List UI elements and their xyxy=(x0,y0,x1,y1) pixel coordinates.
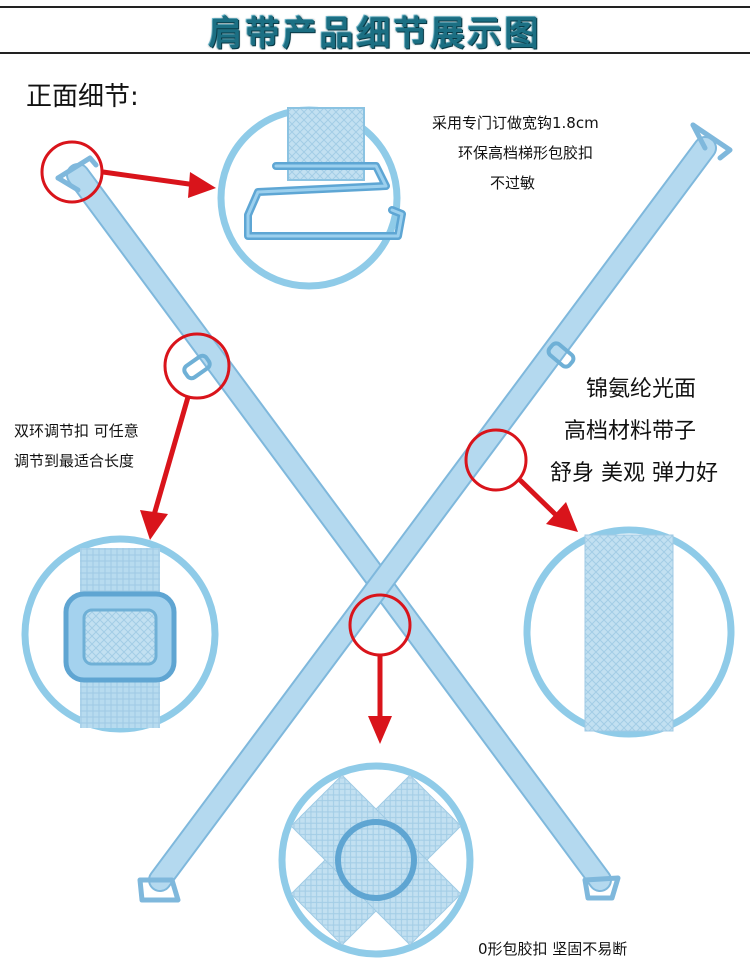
adjuster-slider-right xyxy=(546,341,576,369)
hook-bottom-right-icon xyxy=(582,875,621,901)
hook-top-right-icon xyxy=(690,122,733,161)
hook-note-line-1: 采用专门订做宽钩1.8cm xyxy=(432,114,599,132)
callout-ring-detail xyxy=(278,762,474,958)
hook-note-line-2: 环保高档梯形包胶扣 xyxy=(458,144,594,162)
title-top-rule xyxy=(0,6,750,8)
material-note-line-2: 高档材料带子 xyxy=(564,419,697,444)
ring-note: 0形包胶扣 坚固不易断 xyxy=(478,940,628,958)
callout-material-detail xyxy=(523,526,735,738)
strap-right-to-left xyxy=(148,136,717,892)
hook-top-left-icon xyxy=(55,155,99,193)
callout-hook-detail xyxy=(217,106,406,290)
page-title: 肩带产品细节展示图 xyxy=(208,14,542,54)
marker-circle-material xyxy=(464,428,528,492)
strap-left-to-right xyxy=(66,163,612,892)
section-label: 正面细节: xyxy=(26,82,139,112)
adjuster-note-line-2: 调节到最适合长度 xyxy=(14,452,135,470)
material-note-line-3: 舒身 美观 弹力好 xyxy=(550,461,718,486)
adjuster-slider-left xyxy=(182,353,212,381)
title-bottom-rule xyxy=(0,52,750,54)
callout-adjuster-detail xyxy=(21,535,219,733)
hook-note-line-3: 不过敏 xyxy=(490,174,536,192)
material-note-line-1: 锦氨纶光面 xyxy=(586,377,697,402)
hook-bottom-left-icon xyxy=(137,877,181,903)
arrow-to-material-detail xyxy=(518,478,578,532)
marker-circle-hook xyxy=(40,140,104,204)
arrow-to-hook-detail xyxy=(102,169,216,198)
marker-circle-adjuster xyxy=(163,332,231,400)
title-banner: 肩带产品细节展示图 xyxy=(0,0,750,56)
adjuster-note-line-1: 双环调节扣 可任意 xyxy=(14,422,139,440)
arrow-to-adjuster-detail xyxy=(140,396,191,540)
arrow-to-ring-detail xyxy=(368,655,392,744)
